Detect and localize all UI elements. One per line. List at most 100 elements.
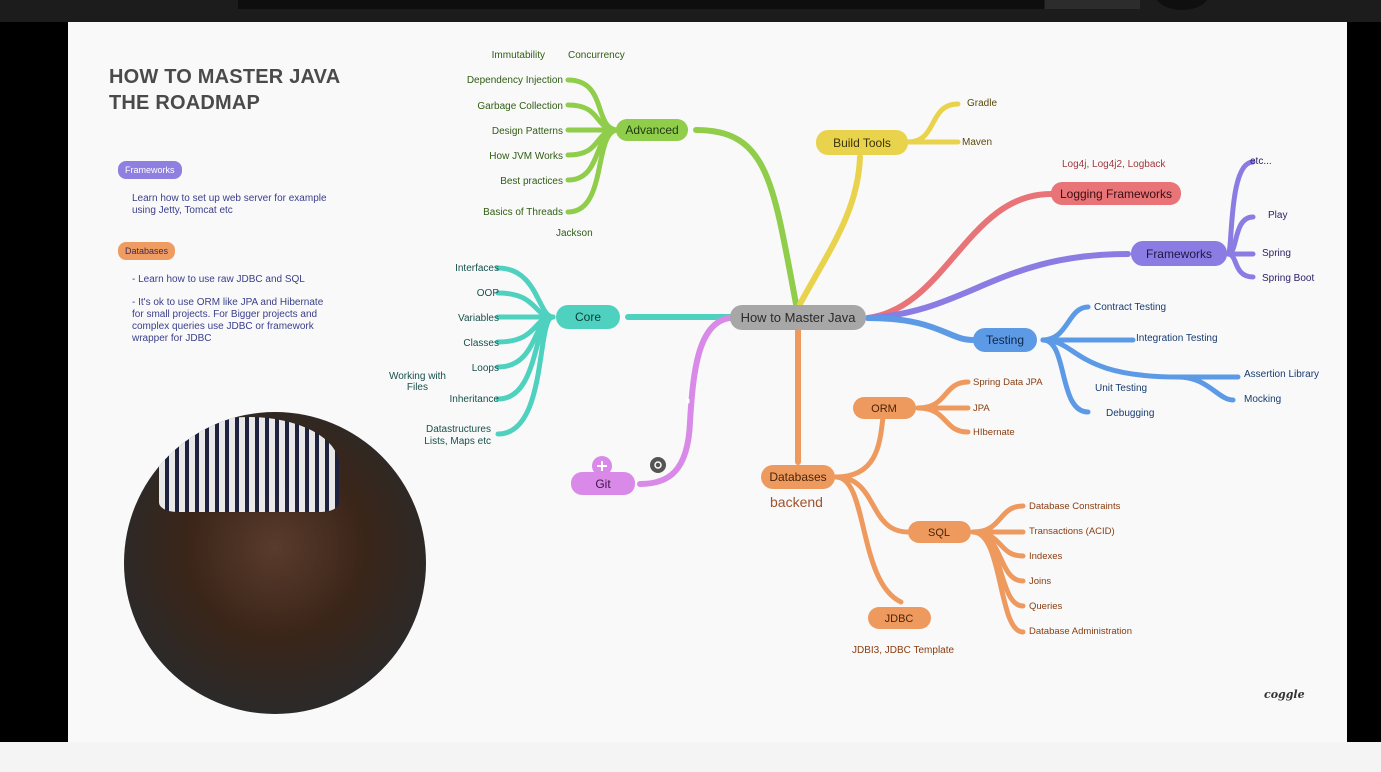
sql-leaves: Database Constraints Transactions (ACID)… bbox=[1029, 501, 1132, 637]
node-databases[interactable]: Databases bbox=[761, 465, 835, 489]
svg-text:Frameworks: Frameworks bbox=[1146, 247, 1212, 261]
node-frameworks[interactable]: Frameworks bbox=[1131, 241, 1227, 266]
node-jdbc[interactable]: JDBC bbox=[868, 607, 931, 629]
svg-text:How to Master Java: How to Master Java bbox=[741, 310, 857, 325]
git-branch bbox=[637, 315, 733, 487]
node-build-tools[interactable]: Build Tools bbox=[816, 130, 908, 155]
leaf-assertion-library: Assertion Library bbox=[1244, 369, 1319, 380]
node-sql[interactable]: SQL bbox=[908, 521, 971, 543]
leaf-how-jvm-works: How JVM Works bbox=[489, 151, 563, 162]
core-branches bbox=[495, 265, 733, 437]
leaf-contract-testing: Contract Testing bbox=[1094, 302, 1166, 313]
coggle-logo[interactable]: coggle bbox=[1264, 688, 1305, 701]
top-circle-button[interactable] bbox=[1155, 0, 1209, 10]
node-logging[interactable]: Logging Frameworks bbox=[1051, 182, 1181, 205]
leaf-debugging: Debugging bbox=[1106, 408, 1154, 419]
orm-leaves: Spring Data JPA JPA HIbernate bbox=[973, 377, 1043, 438]
leaf-joins: Joins bbox=[1029, 576, 1051, 587]
testing-branches bbox=[865, 304, 1241, 415]
build-tools-branches bbox=[797, 101, 961, 307]
leaf-indexes: Indexes bbox=[1029, 551, 1063, 562]
testing-leaves: Contract Testing Integration Testing Uni… bbox=[1094, 302, 1319, 419]
leaf-etc: etc... bbox=[1250, 156, 1272, 167]
leaf-lists-maps: Lists, Maps etc bbox=[424, 436, 491, 447]
window-top-bar bbox=[0, 0, 1381, 22]
node-testing[interactable]: Testing bbox=[973, 328, 1037, 352]
frameworks-branches bbox=[865, 159, 1256, 321]
leaf-log4j: Log4j, Log4j2, Logback bbox=[1062, 159, 1166, 170]
frameworks-tag: Frameworks bbox=[118, 161, 182, 179]
top-button[interactable] bbox=[1045, 0, 1140, 9]
leaf-files: Files bbox=[407, 382, 428, 393]
leaf-datastructures: Datastructures bbox=[426, 424, 491, 435]
page-title-line1: HOW TO MASTER JAVA bbox=[109, 66, 341, 88]
link-icon[interactable] bbox=[650, 457, 666, 473]
svg-text:Databases: Databases bbox=[769, 470, 826, 484]
left-letterbox bbox=[0, 22, 68, 742]
leaf-gradle: Gradle bbox=[967, 98, 997, 109]
svg-text:Core: Core bbox=[575, 310, 601, 324]
leaf-transactions: Transactions (ACID) bbox=[1029, 526, 1115, 537]
leaf-jpa: JPA bbox=[973, 403, 990, 414]
leaf-jackson: Jackson bbox=[556, 228, 593, 239]
svg-text:SQL: SQL bbox=[928, 527, 950, 539]
databases-label-backend: backend bbox=[770, 494, 823, 510]
node-git[interactable]: Git bbox=[571, 472, 635, 495]
mindmap: Advanced Build Tools Core How to Master … bbox=[389, 50, 1319, 656]
svg-text:Logging Frameworks: Logging Frameworks bbox=[1060, 187, 1172, 201]
leaf-concurrency: Concurrency bbox=[568, 50, 625, 61]
svg-text:ORM: ORM bbox=[871, 403, 897, 415]
logging-branch bbox=[865, 190, 1056, 321]
advanced-branches bbox=[565, 77, 799, 307]
leaf-jdbi3: JDBI3, JDBC Template bbox=[852, 645, 955, 656]
plus-icon[interactable] bbox=[592, 456, 612, 476]
leaf-variables: Variables bbox=[458, 313, 499, 324]
node-advanced[interactable]: Advanced bbox=[616, 119, 688, 141]
node-core[interactable]: Core bbox=[556, 305, 620, 329]
core-leaves: Interfaces OOP Variables Classes Loops W… bbox=[389, 263, 499, 447]
databases-tag: Databases bbox=[118, 242, 176, 260]
leaf-design-patterns: Design Patterns bbox=[492, 126, 563, 137]
leaf-basics-of-threads: Basics of Threads bbox=[483, 207, 563, 218]
leaf-spring-data-jpa: Spring Data JPA bbox=[973, 377, 1043, 388]
leaf-unit-testing: Unit Testing bbox=[1095, 383, 1147, 394]
leaf-mocking: Mocking bbox=[1244, 394, 1281, 405]
svg-text:JDBC: JDBC bbox=[885, 613, 914, 625]
svg-text:Testing: Testing bbox=[986, 333, 1024, 347]
leaf-inheritance: Inheritance bbox=[450, 394, 500, 405]
leaf-immutability: Immutability bbox=[492, 50, 545, 61]
node-root[interactable]: How to Master Java bbox=[730, 305, 866, 330]
leaf-play: Play bbox=[1268, 210, 1287, 221]
frameworks-leaves: etc... Play Spring Spring Boot bbox=[1250, 156, 1314, 284]
leaf-interfaces: Interfaces bbox=[455, 263, 499, 274]
leaf-garbage-collection: Garbage Collection bbox=[477, 101, 563, 112]
svg-text:Build Tools: Build Tools bbox=[833, 136, 891, 150]
leaf-database-constraints: Database Constraints bbox=[1029, 501, 1121, 512]
advanced-leaves: Immutability Concurrency Dependency Inje… bbox=[467, 50, 625, 239]
leaf-loops: Loops bbox=[472, 363, 499, 374]
page-title-line2: THE ROADMAP bbox=[109, 92, 261, 114]
node-orm[interactable]: ORM bbox=[853, 397, 916, 419]
databases-note-2: - It's ok to use ORM like JPA and Hibern… bbox=[132, 297, 324, 344]
address-bar[interactable] bbox=[238, 0, 1044, 9]
leaf-hibernate: HIbernate bbox=[973, 427, 1015, 438]
svg-text:Git: Git bbox=[595, 477, 611, 491]
leaf-best-practices: Best practices bbox=[500, 176, 563, 187]
leaf-classes: Classes bbox=[463, 338, 499, 349]
leaf-oop: OOP bbox=[477, 288, 500, 299]
build-tools-leaves: Gradle Maven bbox=[962, 98, 997, 148]
leaf-maven: Maven bbox=[962, 137, 992, 148]
leaf-spring-boot: Spring Boot bbox=[1262, 273, 1314, 284]
webcam-avatar bbox=[124, 412, 426, 714]
mindmap-canvas[interactable]: HOW TO MASTER JAVA THE ROADMAP Framework… bbox=[68, 22, 1347, 742]
leaf-spring: Spring bbox=[1262, 248, 1291, 259]
databases-branches bbox=[795, 327, 1026, 635]
leaf-queries: Queries bbox=[1029, 601, 1063, 612]
svg-text:Advanced: Advanced bbox=[625, 123, 678, 137]
leaf-working-with: Working with bbox=[389, 371, 446, 382]
bottom-bar bbox=[0, 742, 1381, 772]
frameworks-note: Learn how to set up web server for examp… bbox=[132, 193, 327, 216]
cap-shape bbox=[159, 417, 339, 512]
leaf-database-administration: Database Administration bbox=[1029, 626, 1132, 637]
databases-note-1: - Learn how to use raw JDBC and SQL bbox=[132, 274, 305, 285]
